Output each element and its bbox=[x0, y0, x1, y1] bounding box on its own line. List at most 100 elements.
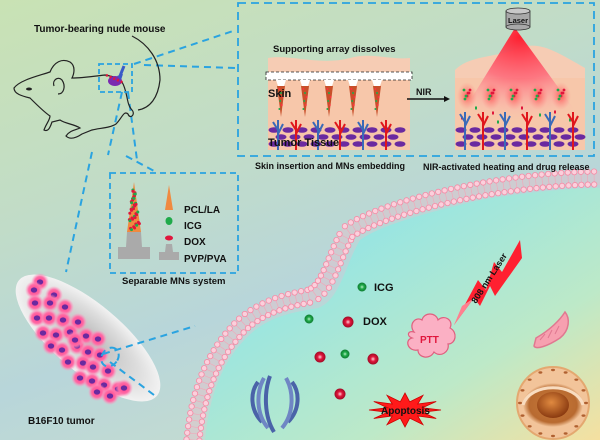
lipid-head bbox=[584, 181, 591, 188]
lipid-head bbox=[265, 312, 272, 319]
lipid-head bbox=[197, 424, 205, 432]
icg-dot bbox=[130, 228, 133, 232]
tumor-ellipse bbox=[15, 273, 161, 405]
lipid-head bbox=[425, 204, 432, 211]
tissue-cell bbox=[394, 141, 406, 147]
lipid-head bbox=[419, 206, 426, 213]
lipid-head bbox=[552, 183, 559, 190]
lipid-head bbox=[469, 194, 476, 201]
lipid-head bbox=[333, 237, 340, 244]
lipid-head bbox=[376, 219, 384, 227]
cell-icg-label: ICG bbox=[374, 282, 394, 294]
lipid-head bbox=[394, 213, 402, 220]
lipid-head bbox=[454, 184, 461, 191]
lipid-head bbox=[284, 291, 292, 298]
lipid-head bbox=[232, 338, 239, 345]
tissue-cell bbox=[324, 127, 336, 133]
lipid-head bbox=[422, 191, 429, 199]
tissue-cell bbox=[455, 141, 467, 147]
lipid-head bbox=[467, 181, 474, 188]
blood-vessel bbox=[477, 112, 489, 150]
caption-right: NIR-activated heating and drug release bbox=[423, 162, 590, 172]
lipid-head bbox=[488, 191, 495, 198]
tissue-cell bbox=[338, 141, 350, 147]
lipid-head bbox=[337, 260, 344, 267]
icg-dot bbox=[135, 223, 139, 227]
lipid-head bbox=[203, 359, 211, 366]
lipid-head bbox=[311, 282, 318, 289]
nuclear-pore bbox=[527, 378, 532, 381]
lipid-head bbox=[507, 188, 514, 195]
tissue-cell bbox=[296, 141, 308, 147]
membrane-lipid-heads bbox=[183, 168, 598, 440]
lipid-head bbox=[518, 173, 526, 180]
lipid-head bbox=[463, 195, 470, 203]
lipid-head bbox=[224, 348, 232, 355]
tissue-cell bbox=[303, 134, 315, 140]
nuclear-pore bbox=[551, 368, 555, 372]
nuclear-pore bbox=[538, 432, 543, 435]
lipid-head bbox=[533, 185, 540, 192]
tissue-cell bbox=[497, 141, 509, 147]
tissue-cell bbox=[394, 127, 406, 133]
lipid-head bbox=[183, 436, 190, 440]
lipid-head bbox=[244, 324, 252, 332]
nuclear-pore bbox=[574, 378, 579, 381]
tumor-cell-nucleus bbox=[71, 337, 79, 343]
tissue-cell bbox=[483, 141, 495, 147]
lipid-head bbox=[314, 277, 322, 284]
lipid-head bbox=[345, 242, 352, 249]
membrane-outer bbox=[186, 171, 600, 440]
tissue-cell bbox=[469, 141, 481, 147]
lipid-head bbox=[438, 201, 445, 208]
particle-dox bbox=[342, 316, 354, 328]
tumor-cell-nucleus bbox=[33, 315, 41, 321]
tumor-cell-nucleus bbox=[84, 349, 92, 355]
lipid-head bbox=[306, 299, 314, 306]
legend-pcl-la: PCL/LA bbox=[184, 205, 220, 216]
tumor-cell-nucleus bbox=[76, 375, 84, 381]
lipid-head bbox=[323, 261, 330, 268]
released-drug bbox=[554, 110, 556, 114]
lipid-head bbox=[272, 294, 279, 302]
lipid-head bbox=[201, 406, 208, 413]
tissue-cell bbox=[539, 127, 551, 133]
lipid-head bbox=[590, 168, 598, 175]
lipid-head bbox=[538, 171, 545, 178]
lipid-head bbox=[193, 383, 201, 391]
mitochondrion-icon bbox=[533, 310, 570, 349]
lipid-head bbox=[291, 289, 298, 296]
mns-panel-box bbox=[109, 172, 239, 274]
icg-dot bbox=[128, 219, 132, 223]
lipid-head bbox=[187, 409, 194, 417]
cell bbox=[183, 168, 600, 440]
lipid-head bbox=[207, 353, 214, 360]
lipid-head bbox=[184, 423, 192, 430]
tissue-cell bbox=[352, 141, 364, 147]
needle-base bbox=[324, 80, 334, 86]
tissue-cell bbox=[553, 141, 565, 147]
lipid-head bbox=[341, 223, 348, 230]
tumor-cell-nucleus bbox=[61, 304, 69, 310]
mns-caption: Separable MNs system bbox=[122, 276, 226, 287]
dashed-connectors bbox=[65, 29, 237, 399]
lipid-head bbox=[300, 300, 307, 308]
tissue-cell bbox=[483, 127, 495, 133]
released-drug bbox=[569, 118, 571, 122]
lipid-head bbox=[315, 295, 322, 303]
cell-dox-label: DOX bbox=[363, 316, 388, 328]
lipid-head bbox=[328, 249, 335, 256]
lipid-head bbox=[359, 227, 366, 234]
tumor-cell-nucleus bbox=[45, 315, 53, 321]
lipid-head bbox=[482, 192, 489, 199]
tissue-cell bbox=[317, 134, 329, 140]
lipid-head bbox=[514, 187, 521, 194]
lipid-head bbox=[276, 307, 283, 314]
mouse-zoom-box bbox=[98, 63, 133, 93]
lipid-head bbox=[531, 172, 539, 179]
lipid-head bbox=[559, 182, 566, 189]
lipid-head bbox=[335, 266, 342, 273]
tissue-cell bbox=[455, 127, 467, 133]
dox-dot bbox=[131, 217, 135, 221]
